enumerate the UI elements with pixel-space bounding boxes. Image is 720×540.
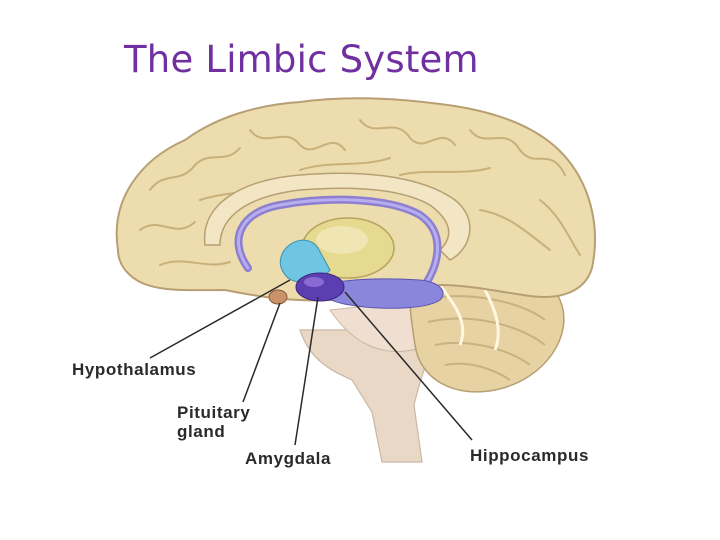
pituitary-label-line2: gland bbox=[177, 422, 226, 441]
pituitary bbox=[268, 289, 288, 305]
hypothalamus-label: Hypothalamus bbox=[72, 360, 197, 379]
pituitary-label-line1: Pituitary bbox=[177, 403, 251, 422]
amygdala-label: Amygdala bbox=[245, 449, 332, 468]
cortex-gyri bbox=[139, 119, 581, 266]
hippocampus-leader bbox=[344, 291, 473, 441]
pituitary-gland-label: Pituitary gland bbox=[177, 403, 250, 441]
pituitary-leader bbox=[242, 302, 281, 403]
slide-title: The Limbic System bbox=[124, 38, 479, 81]
amygdala-leader bbox=[294, 296, 319, 446]
leader-lines bbox=[149, 279, 473, 446]
hypothalamus-leader bbox=[149, 279, 291, 359]
amygdala bbox=[295, 272, 345, 302]
hippocampus-label: Hippocampus bbox=[470, 446, 590, 465]
corpus-callosum bbox=[203, 172, 471, 261]
